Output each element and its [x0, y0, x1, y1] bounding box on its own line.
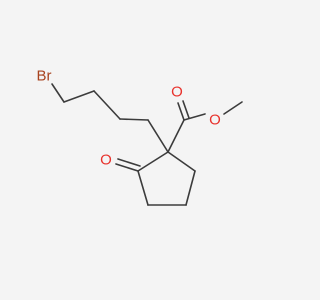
- bond-chain-1: [63, 90, 95, 103]
- bond-ring-1: [137, 151, 169, 172]
- bond-ester-single: [183, 113, 206, 121]
- bond-o-methyl: [223, 101, 243, 115]
- bond-ketone-a: [115, 163, 139, 172]
- background: [0, 0, 300, 300]
- bond-chain-2: [93, 90, 121, 120]
- bond-chain-3: [119, 118, 149, 121]
- bond-ring-4: [185, 170, 196, 206]
- bond-ester-double-a: [177, 102, 185, 121]
- bond-ring-2: [137, 170, 149, 206]
- bond-ketone-b: [117, 158, 141, 167]
- bond-c-ester: [167, 119, 185, 153]
- oxygen-ester-atom: O: [209, 112, 221, 129]
- molecule-structure: Br O O O: [0, 0, 300, 300]
- oxygen-ketone-atom: O: [100, 152, 112, 169]
- bromine-atom: Br: [37, 68, 52, 85]
- bond-chain-4: [147, 119, 169, 153]
- bond-ester-double-b: [182, 100, 190, 119]
- bond-ring-5: [167, 151, 196, 172]
- oxygen-carbonyl-atom: O: [171, 84, 183, 101]
- bond-br-c1: [51, 83, 65, 103]
